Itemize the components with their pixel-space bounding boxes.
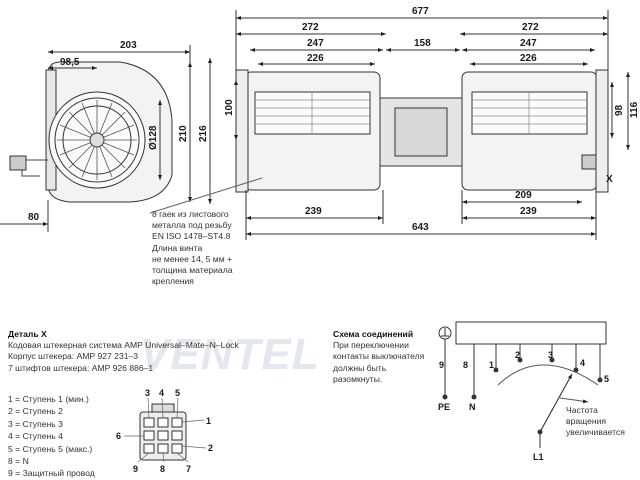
dim-272-left: 272	[302, 22, 319, 33]
wire-2: 2	[515, 350, 520, 360]
speed-note: Частота вращения увеличивается	[566, 405, 625, 438]
wire-1: 1	[489, 360, 494, 370]
pin-label-7: 7	[186, 464, 191, 474]
dim-239-right: 239	[520, 206, 537, 217]
wire-9: 9	[439, 360, 444, 370]
label-l1: L1	[533, 452, 544, 462]
detail-x-block: Деталь X Кодовая штекерная система AMP U…	[8, 329, 239, 373]
connector-drawing	[124, 397, 207, 463]
watermark-logo: VENTEL	[140, 330, 320, 379]
dim-226-right: 226	[520, 53, 537, 64]
wire-5: 5	[604, 374, 609, 384]
pin-label-3: 3	[145, 388, 150, 398]
pin-label-4: 4	[159, 388, 164, 398]
dim-677: 677	[412, 6, 429, 17]
side-view	[0, 45, 212, 232]
dim-80: 80	[28, 212, 40, 223]
pin-label-1: 1	[206, 416, 211, 426]
wire-4: 4	[580, 358, 585, 368]
legend-item: 1 = Ступень 1 (мин.)	[8, 394, 89, 404]
detail-x-marker: X	[606, 174, 613, 185]
dim-d128: Ø128	[148, 125, 159, 150]
dim-210: 210	[178, 125, 189, 142]
legend-item: 9 = Защитный провод	[8, 468, 95, 479]
legend-item: 4 = Ступень 4	[8, 431, 63, 442]
dim-209: 209	[515, 190, 532, 201]
label-n: N	[469, 402, 476, 412]
legend-item: 2 = Ступень 2	[8, 406, 63, 417]
pin-legend: 1 = Ступень 1 (мин.) 2 = Ступень 2 3 = С…	[8, 393, 95, 480]
legend-item: 3 = Ступень 3	[8, 418, 63, 429]
pin-label-2: 2	[208, 443, 213, 453]
dim-158: 158	[414, 38, 431, 49]
dim-272-right: 272	[522, 22, 539, 33]
legend-item: 5 = Ступень 5 (макс.)	[8, 443, 93, 454]
detail-x-title: Деталь X	[8, 329, 47, 339]
dim-247-right: 247	[520, 38, 537, 49]
dim-203: 203	[120, 40, 137, 51]
front-view	[149, 10, 630, 240]
pin-label-9: 9	[133, 464, 138, 474]
wire-3: 3	[548, 350, 553, 360]
wiring-scheme-title: Схема соединений	[333, 329, 414, 339]
pin-label-6: 6	[116, 431, 121, 441]
wiring-scheme-text: Схема соединений При переключении контак…	[333, 329, 425, 384]
pin-label-5: 5	[175, 388, 180, 398]
dim-239-left: 239	[305, 206, 322, 217]
dim-643: 643	[412, 222, 429, 233]
dim-98-5: 98,5	[60, 57, 80, 68]
dim-116: 116	[629, 101, 640, 118]
dim-100: 100	[224, 99, 235, 116]
wire-8: 8	[463, 360, 468, 370]
pin-label-8: 8	[160, 464, 165, 474]
dim-216: 216	[198, 125, 209, 142]
label-pe: PE	[438, 402, 450, 412]
dim-247-left: 247	[307, 38, 324, 49]
legend-item: 8 = N	[8, 456, 29, 467]
dim-226-left: 226	[307, 53, 324, 64]
dim-98: 98	[614, 104, 625, 116]
mounting-note: 8 гаек из листового металла под резьбу E…	[152, 209, 233, 287]
wiring-diagram	[438, 321, 607, 448]
